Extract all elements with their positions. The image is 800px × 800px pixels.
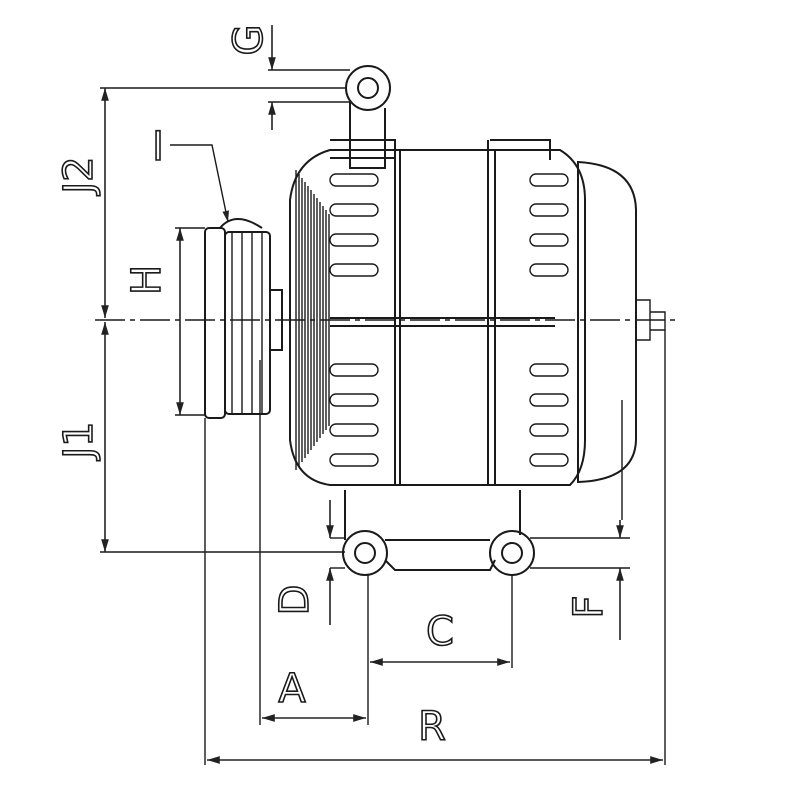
fin-slot (529, 233, 569, 247)
label-d: D (272, 585, 318, 616)
fin-slot (329, 423, 379, 437)
fin-slot (329, 263, 379, 277)
label-g: G (226, 25, 272, 56)
label-i: I (152, 124, 164, 170)
label-j2: J2 (56, 156, 102, 196)
fin-slot (329, 393, 379, 407)
dimension-lines (100, 25, 666, 765)
label-c: C (426, 609, 454, 655)
fin-slot (329, 173, 379, 187)
cooling-fins (295, 170, 569, 470)
fin-slot (329, 233, 379, 247)
alternator-body (289, 139, 666, 520)
fin-slot (529, 363, 569, 377)
top-mount-ear (330, 65, 396, 169)
fin-slot (529, 203, 569, 217)
pulley (204, 218, 283, 419)
label-a: A (278, 666, 306, 712)
fin-slot (529, 423, 569, 437)
fin-slot (529, 173, 569, 187)
fin-slot (329, 453, 379, 467)
label-h: H (124, 265, 170, 295)
fin-slot (329, 203, 379, 217)
label-f: F (566, 595, 612, 618)
fin-slot (529, 263, 569, 277)
label-r: R (418, 704, 446, 750)
fin-slot (529, 453, 569, 467)
fin-slot (529, 393, 569, 407)
fin-slot (329, 363, 379, 377)
label-j1: J1 (56, 421, 102, 461)
bottom-mount-ears (342, 490, 535, 576)
